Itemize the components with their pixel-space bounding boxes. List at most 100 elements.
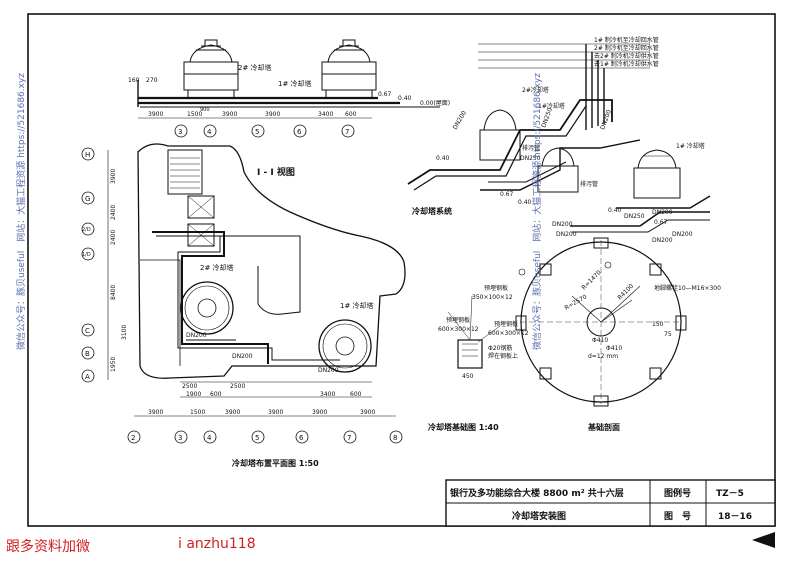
detail-tower-label: 1# 冷却塔 bbox=[676, 142, 705, 150]
iso-label: DN200 bbox=[599, 109, 613, 131]
foundation-dim: 150 bbox=[652, 321, 664, 328]
foundation-dim: Φ410 bbox=[606, 345, 622, 352]
elev-axis: 3 bbox=[178, 128, 182, 136]
iso-label: 排污管 bbox=[522, 144, 540, 152]
row-axis: H bbox=[85, 151, 90, 159]
bottom-dim: 3400 bbox=[320, 391, 335, 398]
detail-label: 0.40 bbox=[608, 207, 622, 214]
rebar-label: 焊在钢板上 bbox=[488, 352, 518, 360]
elev-level-040: 0.40 bbox=[398, 95, 412, 102]
bolt-label: 地脚螺栓10—M16×300 bbox=[654, 284, 721, 292]
elev-dim: 900 bbox=[200, 107, 210, 113]
foundation-view: 预埋钢板 350×100×12 预埋钢板 600×300×12 预埋钢板 600… bbox=[428, 237, 721, 432]
iso-label: DN200 bbox=[552, 221, 573, 228]
row-axis: A bbox=[85, 373, 90, 381]
foundation-title-right: 基础剖面 bbox=[587, 422, 620, 432]
watermark-left: 微信公众号：豚贝useful 网站：大猫工程资源 https://521686.… bbox=[15, 73, 27, 350]
iso-label: 0.40 bbox=[436, 155, 450, 162]
elevation-view: 2# 冷却塔 1# 冷却塔 160 270 0.67 0.40 0.00(屋面)… bbox=[128, 39, 450, 138]
title-block: 银行及多功能综合大楼 8800 m² 共十六层 冷却塔安装图 图例号 TZ－5 … bbox=[445, 479, 776, 527]
label-legend-no: 图例号 bbox=[664, 487, 691, 499]
bottom-dim: 600 bbox=[350, 391, 362, 398]
bottom-dim: 2500 bbox=[182, 383, 197, 390]
footer-note-right: i anzhu118 bbox=[178, 536, 256, 552]
col-axis: 2 bbox=[131, 434, 135, 442]
plan-tower-1 bbox=[318, 319, 372, 373]
value-legend-no: TZ－5 bbox=[716, 489, 744, 499]
col-axis: 7 bbox=[347, 434, 351, 442]
foundation-dim: 450 bbox=[462, 373, 474, 380]
iso-legend: 2# 制冷机至冷却回水管 bbox=[594, 44, 659, 52]
bottom-dim: 3900 bbox=[268, 409, 283, 416]
project-name: 银行及多功能综合大楼 8800 m² 共十六层 bbox=[450, 487, 624, 499]
elev-dim-270: 270 bbox=[146, 77, 158, 84]
elev-dim: 3400 bbox=[318, 111, 333, 118]
side-dim: 2400 bbox=[110, 230, 117, 245]
iso-title: 冷却塔系统 bbox=[412, 206, 452, 216]
plate-label: 600×300×12 bbox=[488, 330, 529, 337]
elev-tower2-label: 2# 冷却塔 bbox=[238, 63, 272, 72]
section-title: I - I 视图 bbox=[257, 166, 295, 178]
page-corner-arrow bbox=[752, 532, 775, 548]
iso-label: 2#冷却塔 bbox=[522, 86, 549, 94]
plan-title: 冷却塔布置平面图 1:50 bbox=[232, 458, 319, 468]
elev-level-000: 0.00(屋面) bbox=[420, 100, 450, 107]
iso-legend: 去1# 制冷机冷却供水管 bbox=[594, 60, 659, 68]
foundation-dim: Φ410 bbox=[592, 337, 608, 344]
elev-dim: 1500 bbox=[187, 111, 202, 118]
elev-dim: 3900 bbox=[148, 111, 163, 118]
elev-tower1-label: 1# 冷却塔 bbox=[278, 79, 312, 88]
watermark-right: 微信公众号：豚贝useful 网站：大猫工程资源 https://521686.… bbox=[531, 73, 543, 350]
plan-col-axes bbox=[127, 430, 403, 444]
iso-label: 排污管 bbox=[580, 180, 598, 188]
plan-row-axes bbox=[81, 147, 95, 383]
row-axis: G bbox=[85, 195, 90, 203]
bottom-dim: 3900 bbox=[225, 409, 240, 416]
elev-axis: 4 bbox=[207, 128, 212, 136]
iso-label: DN200 bbox=[556, 231, 577, 238]
rebar-label: Φ20钢筋 bbox=[488, 344, 512, 352]
elev-dim-160: 160 bbox=[128, 77, 140, 84]
foundation-dim: R=2570 bbox=[564, 293, 589, 311]
iso-label: DN200 bbox=[452, 110, 468, 131]
foundation-dim: d=12 mm bbox=[588, 353, 618, 360]
side-dim: 8400 bbox=[110, 285, 117, 300]
plan-tower2-label: 2# 冷却塔 bbox=[200, 263, 234, 272]
foundation-dim: R4100 bbox=[616, 283, 635, 302]
detail-label: DN250 bbox=[624, 213, 645, 220]
col-axis: 5 bbox=[255, 434, 259, 442]
row-axis: C bbox=[85, 327, 90, 335]
elev-axis-bubbles bbox=[174, 124, 355, 138]
building-outline bbox=[137, 143, 406, 379]
side-dim: 2400 bbox=[110, 205, 117, 220]
iso-legend: 1# 制冷机至冷却回水管 bbox=[594, 36, 659, 44]
side-dim: 3100 bbox=[121, 325, 128, 340]
detail-label: DN200 bbox=[652, 209, 673, 216]
row-axis: B bbox=[85, 350, 90, 358]
detail-label: 0.67 bbox=[654, 219, 668, 226]
footer-note-left: 跟多资料加微 bbox=[6, 539, 90, 555]
elev-level-067: 0.67 bbox=[378, 91, 392, 98]
plan-tower1-label: 1# 冷却塔 bbox=[340, 301, 374, 310]
plan-pipe-label: DN200 bbox=[232, 353, 253, 360]
tower-1-elevation bbox=[321, 39, 377, 98]
elev-axis: 7 bbox=[345, 128, 349, 136]
row-axis: 1/D bbox=[82, 252, 91, 258]
iso-label: 1#冷却塔 bbox=[538, 102, 565, 110]
plate-label: 350×100×12 bbox=[472, 294, 513, 301]
bottom-dim: 600 bbox=[210, 391, 222, 398]
detail-label: DN200 bbox=[652, 237, 673, 244]
plate-label: 600×300×12 bbox=[438, 326, 479, 333]
value-figure-no: 18－16 bbox=[718, 512, 752, 522]
foundation-title-left: 冷却塔基础图 1:40 bbox=[428, 422, 499, 432]
tower-2-elevation bbox=[183, 39, 239, 98]
col-axis: 4 bbox=[207, 434, 212, 442]
elev-axis: 5 bbox=[255, 128, 259, 136]
plan-tower-2 bbox=[180, 281, 234, 335]
foundation-dim: R=1470 bbox=[580, 269, 602, 291]
col-axis: 8 bbox=[393, 434, 397, 442]
plan-pipe-label: DN200 bbox=[318, 367, 339, 374]
plate-label: 预埋钢板 bbox=[446, 316, 470, 324]
iso-label: DN250 bbox=[520, 155, 541, 162]
iso-label: 0.67 bbox=[500, 191, 514, 198]
